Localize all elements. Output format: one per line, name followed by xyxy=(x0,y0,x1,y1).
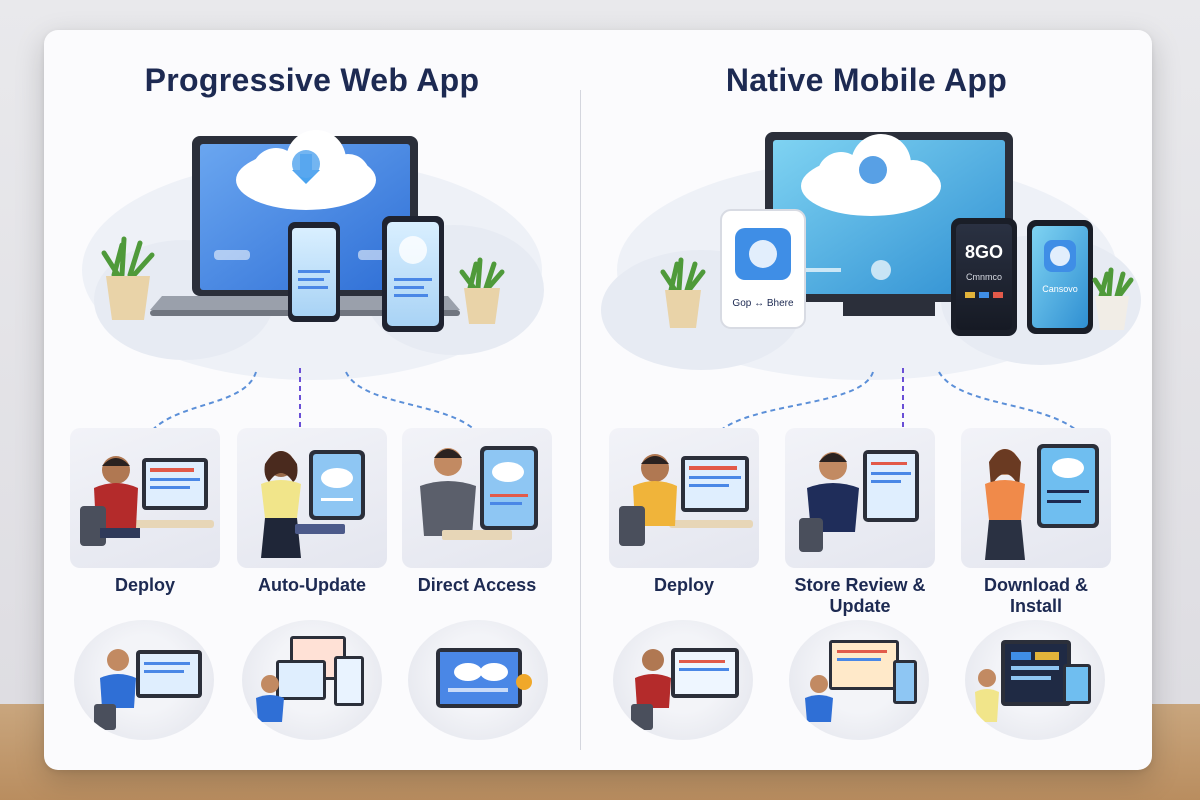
developer-scene-illustration xyxy=(631,648,739,730)
pwa-panel: Progressive Web App xyxy=(44,30,580,770)
app-phone-blue-icon: Cansovo xyxy=(1027,220,1093,334)
native-step-label-deploy: Deploy xyxy=(653,575,714,595)
native-hero-illustration: Gop ↔ Bhere 8GO Cmnmco xyxy=(581,110,1152,440)
plant-icon xyxy=(101,236,155,320)
app-tablet-icon: Gop ↔ Bhere xyxy=(720,209,806,329)
app-phone-dark-icon: 8GO Cmnmco xyxy=(951,218,1017,336)
pwa-step-label-direct-access: Direct Access xyxy=(417,575,537,595)
man-with-tablet-illustration xyxy=(420,446,538,540)
pwa-step-direct-access-card xyxy=(402,428,552,568)
phone2-caption: Cansovo xyxy=(1042,284,1078,294)
native-title: Native Mobile App xyxy=(725,62,1008,98)
center-divider xyxy=(580,90,581,750)
native-step-deploy-card xyxy=(609,428,759,568)
pwa-scene-developer xyxy=(74,620,214,740)
developer-at-desk-illustration xyxy=(619,454,753,546)
pwa-scene-access xyxy=(408,620,548,740)
pwa-hero-illustration xyxy=(44,110,580,440)
pwa-devices-illustration xyxy=(82,130,544,440)
team-scene-illustration xyxy=(256,636,364,722)
woman-with-tablet-illustration xyxy=(261,450,365,558)
woman-with-screen-illustration xyxy=(985,444,1099,560)
native-step-download-card xyxy=(961,428,1111,568)
smartphone-icon xyxy=(288,222,340,322)
cloud-sync-icon xyxy=(801,134,941,216)
native-step-label-store-review: Store Review & Update xyxy=(794,575,926,616)
pwa-step-label-auto-update: Auto-Update xyxy=(258,575,366,595)
access-scene-illustration xyxy=(436,648,532,708)
pwa-title: Progressive Web App xyxy=(144,62,480,98)
man-in-suit-illustration xyxy=(799,450,919,552)
install-scene-illustration xyxy=(975,640,1091,722)
native-scene-developer xyxy=(613,620,753,740)
native-step-store-review-card xyxy=(785,428,935,568)
tablet-phone-icon xyxy=(382,216,444,332)
phone-sub-text: Cmnmco xyxy=(966,272,1002,282)
pwa-scene-team xyxy=(242,620,382,740)
comparison-board: Progressive Web App xyxy=(44,30,1152,770)
native-panel: Native Mobile App xyxy=(581,30,1152,770)
native-scene-review xyxy=(789,620,929,740)
phone-brand-text: 8GO xyxy=(965,242,1003,262)
tablet-app-caption: Gop ↔ Bhere xyxy=(732,298,794,309)
cloud-sync-icon xyxy=(236,130,376,210)
review-scene-illustration xyxy=(805,640,917,722)
developer-at-desk-illustration xyxy=(80,456,214,546)
native-step-label-download: Download & Install xyxy=(984,575,1088,616)
native-devices-illustration: Gop ↔ Bhere 8GO Cmnmco xyxy=(601,132,1141,440)
plant-icon xyxy=(660,257,706,328)
native-scene-install xyxy=(965,620,1105,740)
plant-icon xyxy=(1092,267,1134,330)
pwa-step-auto-update-card xyxy=(237,428,387,568)
pwa-step-deploy-card xyxy=(70,428,220,568)
developer-scene-illustration xyxy=(94,649,202,730)
plant-icon xyxy=(459,257,505,324)
pwa-step-label-deploy: Deploy xyxy=(114,575,175,595)
